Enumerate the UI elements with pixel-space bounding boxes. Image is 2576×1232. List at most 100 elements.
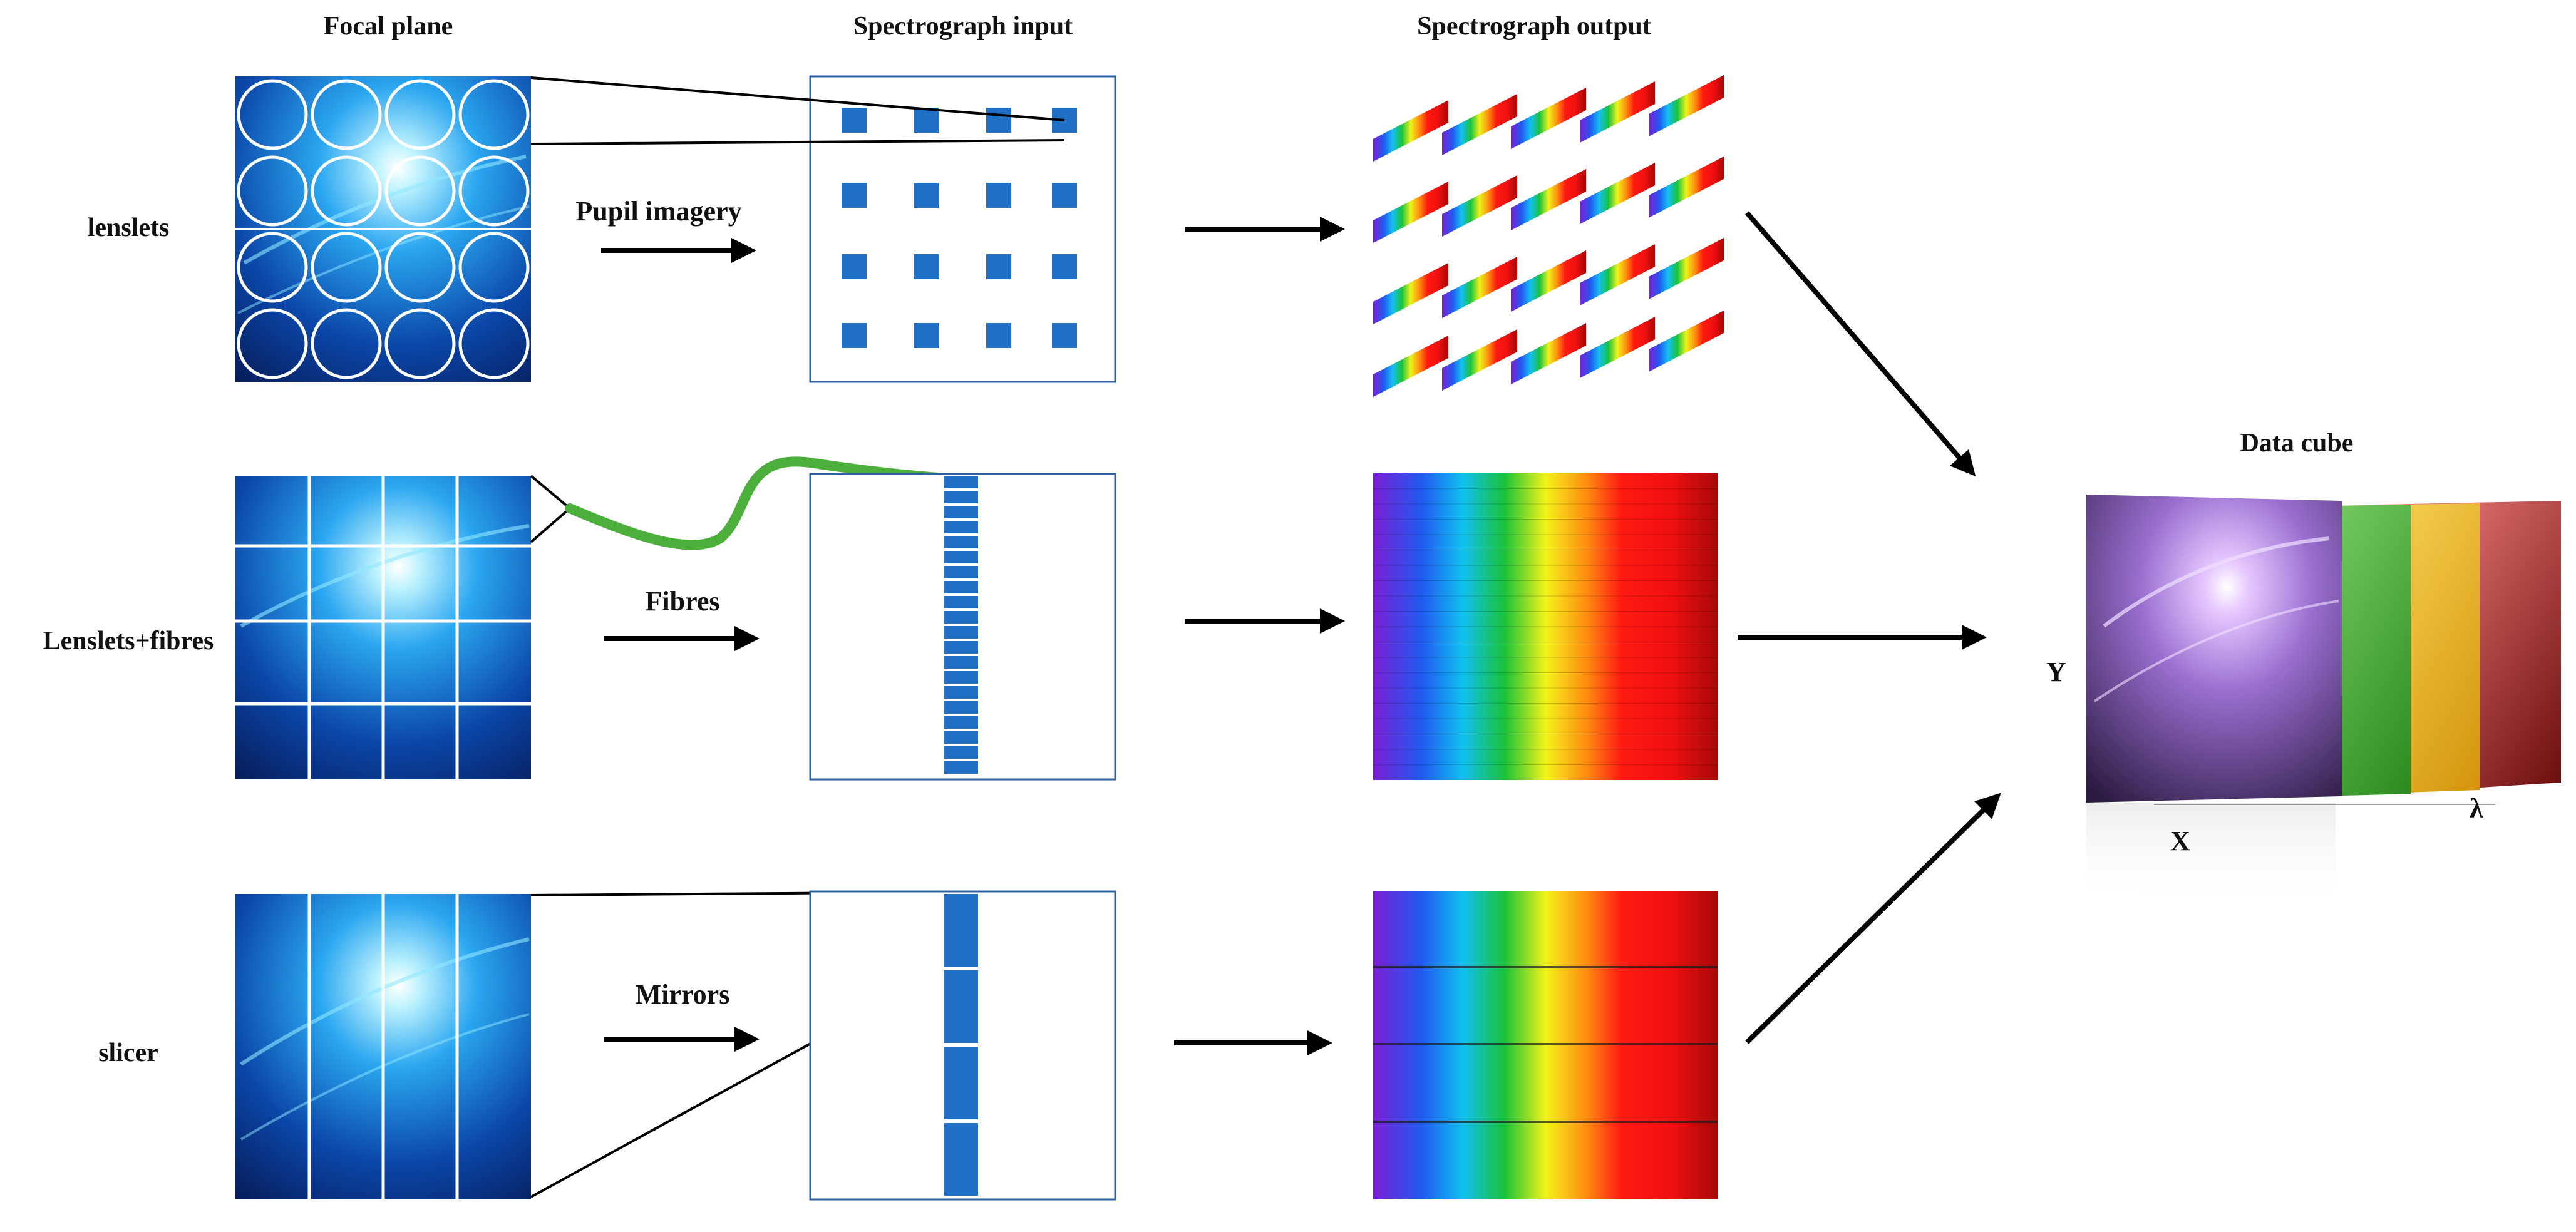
output-lenslet-spectra <box>1373 75 1724 397</box>
fibre-end-square <box>944 671 978 684</box>
fibre-end-square <box>944 536 978 548</box>
fibre-end-square <box>944 701 978 714</box>
row-label-lenslets: lenslets <box>87 213 170 242</box>
pupil-image-square <box>1052 254 1077 279</box>
lenslet-spectrum-strip <box>1373 182 1448 243</box>
lenslet-spectrum-strip <box>1442 94 1517 155</box>
lenslet-circle <box>237 79 308 150</box>
fibre-end-square <box>944 731 978 744</box>
data-cube-axis-lambda: λ <box>2470 793 2483 824</box>
focal-plane-slicer <box>235 894 531 1199</box>
lenslet-spectrum-strip <box>1580 244 1655 305</box>
output-fibre-spectrum <box>1373 473 1718 780</box>
lenslet-spectrum-strip <box>1649 311 1724 372</box>
data-cube-axis-y: Y <box>2046 657 2066 687</box>
fibre-end-square <box>944 626 978 639</box>
lenslet-spectrum-strip <box>1442 329 1517 391</box>
focal-plane-fibres <box>235 476 531 779</box>
row-label-slicer: slicer <box>98 1039 158 1067</box>
pupil-image-square <box>914 254 939 279</box>
arrow-label-fibres: Fibres <box>645 586 720 617</box>
data-cube-title: Data cube <box>2240 429 2354 458</box>
fibre-end-square <box>944 491 978 503</box>
lenslet-circle <box>311 79 382 150</box>
data-cube <box>2086 495 2561 908</box>
pupil-image-square <box>986 323 1011 348</box>
data-cube-axis-x: X <box>2170 826 2190 856</box>
pupil-image-square <box>986 254 1011 279</box>
row-label-lenslets-fibres: Lenslets+fibres <box>43 627 214 655</box>
lenslet-circle <box>311 155 382 227</box>
pupil-image-square <box>914 323 939 348</box>
arrow-label-mirrors: Mirrors <box>635 979 730 1010</box>
input-fibres <box>809 473 1116 781</box>
fibre-end-square <box>944 521 978 533</box>
lenslet-spectrum-strip <box>1511 169 1586 230</box>
lenslet-spectrum-strip <box>1373 263 1448 324</box>
lenslet-circle <box>458 79 530 150</box>
pupil-image-square <box>842 323 867 348</box>
lenslet-circle <box>458 232 530 303</box>
lenslet-circle <box>384 79 456 150</box>
slice-image-segment <box>944 1123 978 1196</box>
to-cube-arrow <box>1745 793 2001 1044</box>
lenslet-spectrum-strip <box>1580 317 1655 378</box>
pupil-image-square <box>1052 323 1077 348</box>
pupil-image-square <box>842 254 867 279</box>
fibre-end-square <box>944 476 978 488</box>
lenslet-spectrum-strip <box>1511 250 1586 312</box>
lenslet-circle <box>384 155 456 227</box>
pupil-image-square <box>914 108 939 133</box>
lenslet-circle <box>458 308 530 379</box>
fibre-bundle-lines <box>530 475 572 543</box>
fibre-end-square <box>944 506 978 518</box>
fibre-end-square <box>944 566 978 578</box>
input-pupil-squares <box>842 108 1077 348</box>
pupil-image-square <box>842 108 867 133</box>
lenslet-spectrum-strip <box>1649 75 1724 136</box>
column-header-spectrograph-input: Spectrograph input <box>853 12 1073 41</box>
to-cube-arrow <box>1744 211 1976 477</box>
lenslet-spectrum-strip <box>1442 175 1517 237</box>
pupil-image-square <box>914 183 939 208</box>
lenslet-spectrum-strip <box>1649 238 1724 299</box>
output-slicer-spectrum <box>1373 891 1718 1199</box>
lenslet-circle <box>458 155 530 227</box>
fibre-end-square <box>944 581 978 593</box>
pupil-image-square <box>986 108 1011 133</box>
lenslet-spectrum-strip <box>1580 163 1655 224</box>
lenslet-spectrum-strip <box>1511 88 1586 149</box>
input-lenslets <box>809 75 1116 383</box>
lenslet-spectrum-strip <box>1373 336 1448 397</box>
arrow-label-pupil-imagery: Pupil imagery <box>575 196 742 227</box>
cube-slice-violet <box>2086 495 2342 803</box>
fibre-cable <box>565 456 957 550</box>
pupil-image-square <box>986 183 1011 208</box>
slice-image-segment <box>944 894 978 967</box>
fibre-end-square <box>944 746 978 759</box>
lenslet-circle <box>237 155 308 227</box>
input-fibre-slit <box>944 476 978 774</box>
lenslet-spectrum-strip <box>1442 257 1517 318</box>
lenslet-circle <box>237 232 308 303</box>
pupil-image-square <box>842 183 867 208</box>
input-slicer-slit <box>944 894 978 1196</box>
fibre-end-square <box>944 686 978 699</box>
fibre-end-square <box>944 716 978 729</box>
fibre-end-square <box>944 656 978 669</box>
lenslet-spectrum-strip <box>1649 157 1724 218</box>
fibre-end-square <box>944 611 978 624</box>
lenslet-circle <box>237 308 308 379</box>
column-header-spectrograph-output: Spectrograph output <box>1417 12 1651 41</box>
fibre-end-square <box>944 761 978 774</box>
lenslet-spectrum-strip <box>1511 323 1586 384</box>
slicer-slices <box>307 894 459 1199</box>
lenslet-circle <box>384 308 456 379</box>
column-header-focal-plane: Focal plane <box>323 12 453 41</box>
lenslet-circle <box>384 232 456 303</box>
fibre-end-square <box>944 551 978 563</box>
lenslet-circle <box>311 232 382 303</box>
lenslet-spectrum-strip <box>1580 81 1655 143</box>
fibre-end-square <box>944 596 978 608</box>
